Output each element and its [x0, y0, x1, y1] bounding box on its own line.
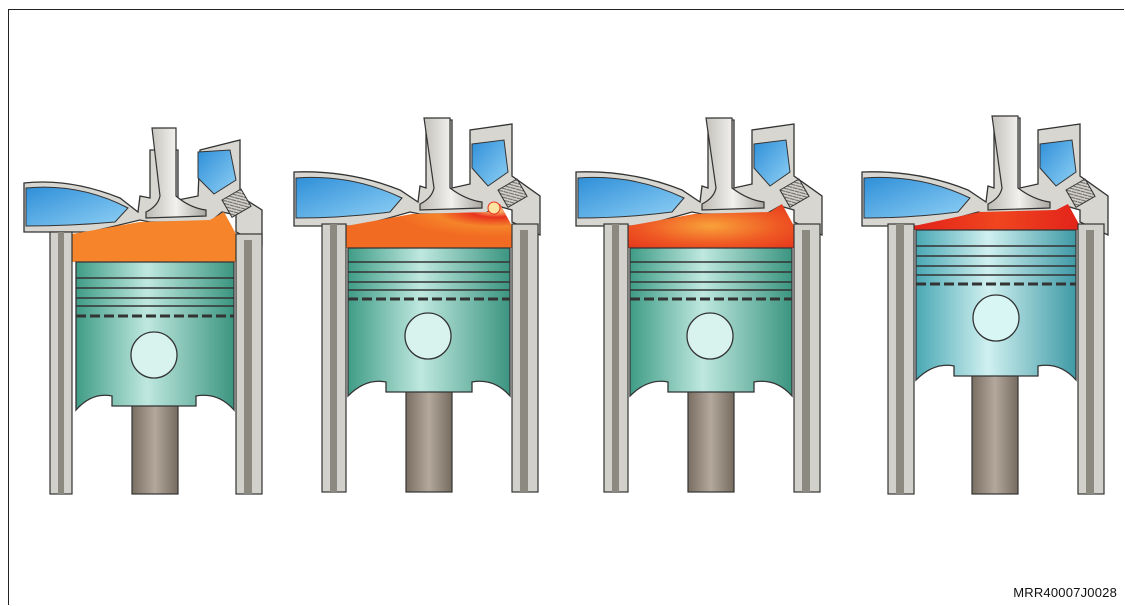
ignition-point: [488, 202, 500, 214]
panel-4: [862, 116, 1108, 494]
panel-3: [576, 118, 822, 492]
connecting-rod: [688, 380, 734, 492]
coolant-passage: [296, 177, 402, 218]
panel-2: [294, 118, 540, 492]
figure-reference-code: MRR40007J0028: [1013, 585, 1117, 600]
connecting-rod: [406, 380, 452, 492]
piston-pin: [687, 313, 733, 359]
coolant-passage: [26, 187, 128, 226]
piston-pin: [973, 295, 1019, 341]
piston-pin: [405, 313, 451, 359]
piston-pin: [131, 332, 177, 378]
coolant-passage: [864, 177, 970, 218]
coolant-passage: [578, 177, 684, 218]
panel-1: [24, 128, 262, 494]
connecting-rod: [972, 362, 1018, 494]
